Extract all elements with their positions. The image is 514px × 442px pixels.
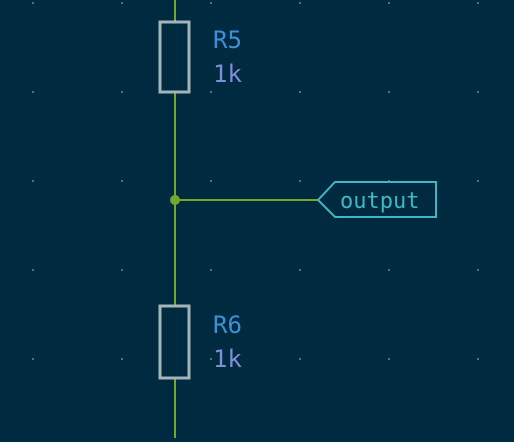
grid-dot bbox=[210, 180, 212, 182]
grid-dot bbox=[477, 2, 479, 4]
grid-dot bbox=[32, 180, 34, 182]
grid-dot bbox=[477, 180, 479, 182]
resistor-r5[interactable]: R5 1k bbox=[158, 20, 242, 94]
grid-dot bbox=[121, 2, 123, 4]
grid-dot bbox=[299, 2, 301, 4]
grid-dot bbox=[388, 2, 390, 4]
r6-body bbox=[158, 304, 191, 380]
grid-dot bbox=[121, 269, 123, 271]
grid-dot bbox=[388, 269, 390, 271]
output-label-text: output bbox=[340, 189, 419, 214]
grid-dot bbox=[388, 91, 390, 93]
grid-dot bbox=[210, 358, 212, 360]
grid-dot bbox=[32, 91, 34, 93]
junction-dot[interactable] bbox=[170, 195, 180, 205]
resistor-r6[interactable]: R6 1k bbox=[158, 304, 242, 380]
r5-value: 1k bbox=[213, 60, 242, 88]
r6-value: 1k bbox=[213, 345, 242, 373]
grid-dot bbox=[121, 91, 123, 93]
r5-body bbox=[158, 20, 191, 94]
grid-dot bbox=[121, 358, 123, 360]
grid-dot bbox=[299, 91, 301, 93]
grid-dot bbox=[299, 180, 301, 182]
r5-reference: R5 bbox=[213, 26, 242, 54]
grid-dot bbox=[388, 358, 390, 360]
output-label[interactable]: output bbox=[316, 181, 437, 218]
grid-dot bbox=[32, 358, 34, 360]
grid-dot bbox=[299, 269, 301, 271]
grid-dot bbox=[32, 2, 34, 4]
grid-dot bbox=[121, 180, 123, 182]
grid-dot bbox=[477, 269, 479, 271]
grid-dot bbox=[477, 358, 479, 360]
grid-dot bbox=[32, 269, 34, 271]
grid-dot bbox=[477, 91, 479, 93]
grid-dot bbox=[210, 2, 212, 4]
grid-dot bbox=[210, 269, 212, 271]
grid-dot bbox=[299, 358, 301, 360]
grid-dot bbox=[210, 91, 212, 93]
r6-reference: R6 bbox=[213, 311, 242, 339]
output-label-shape bbox=[316, 181, 437, 218]
